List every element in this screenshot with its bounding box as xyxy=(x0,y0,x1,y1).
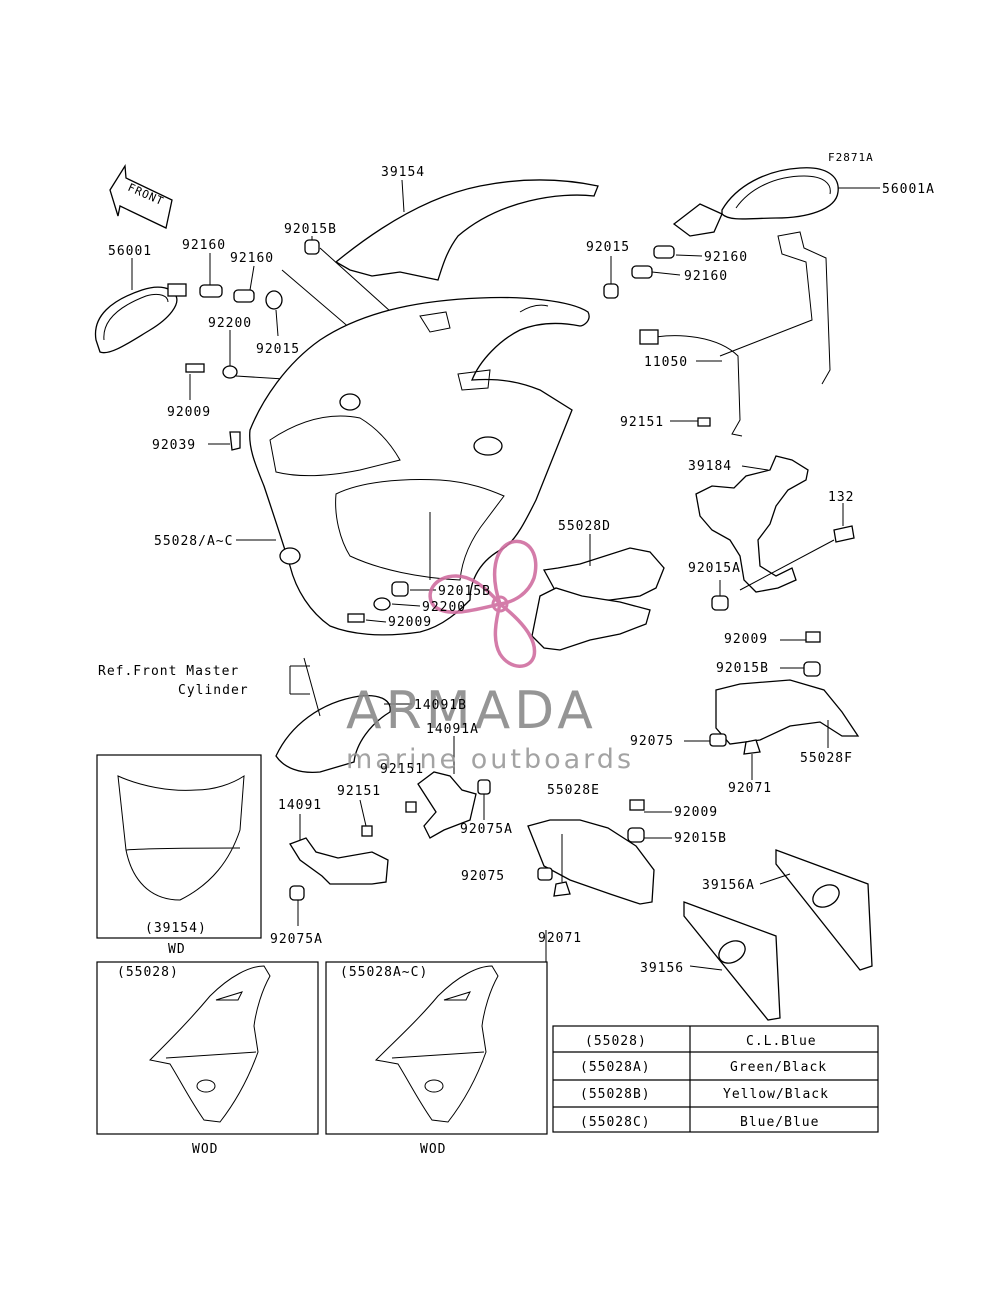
part-label: 92160 xyxy=(230,251,274,266)
part-label: 92009 xyxy=(388,615,432,630)
part-label: 55028D xyxy=(558,519,611,534)
part-label: 92015B xyxy=(438,584,491,599)
inset-wod1-part: (55028) xyxy=(117,965,179,980)
part-label: 56001 xyxy=(108,244,152,259)
watermark-title: ARMADA xyxy=(346,681,597,741)
part-label: 55028/A~C xyxy=(154,534,233,549)
ref-note-line1: Ref.Front Master xyxy=(98,664,239,679)
stay-11050 xyxy=(639,231,831,437)
inset-wd: (39154) xyxy=(96,754,262,939)
right-column-hardware xyxy=(780,631,821,677)
part-label: 92151 xyxy=(337,784,381,799)
part-label: 92075A xyxy=(460,822,513,837)
color-row-color-3: Blue/Blue xyxy=(740,1115,819,1130)
part-label: 92075 xyxy=(630,734,674,749)
duct-55028F xyxy=(684,679,860,780)
part-label: 92015B xyxy=(674,831,727,846)
part-label: 14091 xyxy=(278,798,322,813)
watermark-subtitle: marine outboards xyxy=(346,744,634,775)
part-label: 14091A xyxy=(426,722,479,737)
part-labels: 39154 56001A 56001 92160 92160 92015B 92… xyxy=(98,165,935,976)
figure-code: F2871A xyxy=(828,151,874,164)
color-row-color-0: C.L.Blue xyxy=(746,1034,817,1049)
bracket-14091 xyxy=(289,799,389,926)
part-label: 92015 xyxy=(256,342,300,357)
part-label: 56001A xyxy=(882,182,935,197)
watermark-logo: ARMADA marine outboards xyxy=(346,539,634,775)
right-hardware xyxy=(603,245,703,299)
front-arrow-icon: FRONT xyxy=(109,163,173,229)
part-label: 92075A xyxy=(270,932,323,947)
color-row-code-2: (55028B) xyxy=(580,1087,651,1102)
color-row-color-1: Green/Black xyxy=(730,1060,827,1075)
part-label: 92009 xyxy=(674,805,718,820)
mirror-56001A xyxy=(672,167,880,237)
color-row-code-1: (55028A) xyxy=(580,1060,651,1075)
part-label: 92200 xyxy=(208,316,252,331)
inset-wod2-caption: WOD xyxy=(420,1142,446,1157)
inner-cover-55028D xyxy=(531,534,665,651)
part-label: 92160 xyxy=(704,250,748,265)
part-label: 92151 xyxy=(380,762,424,777)
propeller-icon xyxy=(428,539,538,668)
part-label: 92015B xyxy=(284,222,337,237)
part-label: 92151 xyxy=(620,415,664,430)
part-label: 39154 xyxy=(381,165,425,180)
color-row-code-0: (55028) xyxy=(585,1034,647,1049)
color-row-color-2: Yellow/Black xyxy=(723,1087,829,1102)
part-label: 92015A xyxy=(688,561,741,576)
part-label: 92160 xyxy=(684,269,728,284)
part-label: 55028F xyxy=(800,751,853,766)
pad-39156A xyxy=(759,849,873,971)
ref-note-line2: Cylinder xyxy=(178,683,249,698)
color-table: (55028) C.L.Blue (55028A) Green/Black (5… xyxy=(552,1025,879,1133)
part-label: 132 xyxy=(828,490,854,505)
part-label: 14091B xyxy=(414,698,467,713)
inset-wd-caption: WD xyxy=(168,942,186,957)
part-label: 92071 xyxy=(728,781,772,796)
pad-39156 xyxy=(683,901,781,1021)
part-label: 92015B xyxy=(716,661,769,676)
mirror-56001 xyxy=(94,258,187,354)
part-label: 92071 xyxy=(538,931,582,946)
inset-wod-1: (55028) xyxy=(96,961,319,1135)
inset-wod1-caption: WOD xyxy=(192,1142,218,1157)
part-label: 92075 xyxy=(461,869,505,884)
part-label: 92009 xyxy=(724,632,768,647)
part-label: 55028E xyxy=(547,783,600,798)
inner-cover-55028E xyxy=(527,799,672,962)
color-row-code-3: (55028C) xyxy=(580,1115,651,1130)
bracket-14091A xyxy=(405,736,491,839)
left-hardware xyxy=(185,236,501,451)
inset-wd-part: (39154) xyxy=(145,921,207,936)
part-label: 92200 xyxy=(422,600,466,615)
part-label: 92039 xyxy=(152,438,196,453)
part-label: 92015 xyxy=(586,240,630,255)
part-label: 39156 xyxy=(640,961,684,976)
inset-wod2-part: (55028A~C) xyxy=(340,965,428,980)
part-label: 92009 xyxy=(167,405,211,420)
part-label: 39156A xyxy=(702,878,755,893)
bracket-39184 xyxy=(695,455,855,611)
part-label: 39184 xyxy=(688,459,732,474)
upper-cowl-55028 xyxy=(236,296,590,636)
windscreen-39154 xyxy=(334,179,599,281)
part-label: 11050 xyxy=(644,355,688,370)
inset-wod-2: (55028A~C) xyxy=(325,961,548,1135)
fender-14091B xyxy=(275,657,412,774)
part-label: 92160 xyxy=(182,238,226,253)
middle-hardware xyxy=(347,512,436,623)
